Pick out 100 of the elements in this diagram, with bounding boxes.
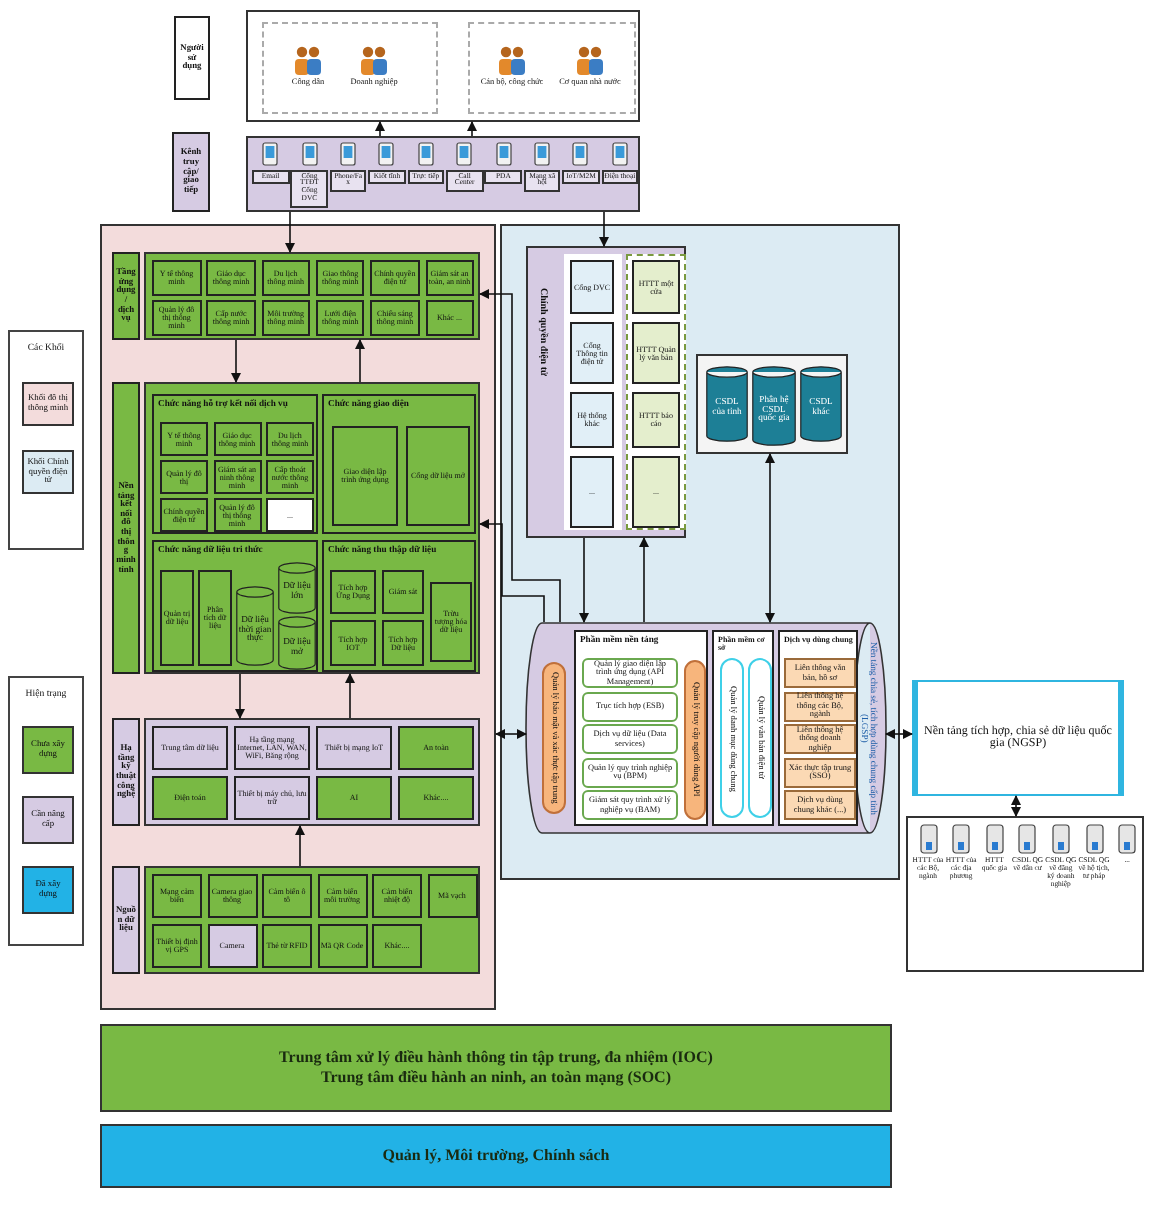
component-box [261,300,311,336]
component-box [207,874,257,918]
module-box [582,724,678,755]
access-channel [290,142,328,210]
module-box [582,790,678,821]
arrow [885,729,913,739]
service-box [784,658,856,688]
component-box [160,570,194,666]
center-band [100,1024,892,1112]
layer-label-box [172,132,210,212]
component-box [207,924,257,968]
arrow [479,519,545,623]
component-box [370,300,420,336]
component-box [315,300,365,336]
group-frame [906,816,1144,972]
component-box [330,570,376,614]
group-frame [144,382,480,674]
component-box [152,260,201,296]
function-panel [322,540,476,672]
component-box [425,300,474,336]
component-box [372,874,422,918]
arrow [479,289,561,623]
database-cylinder [236,586,274,666]
component-box [152,924,202,968]
arrow [579,537,589,623]
component-box [632,260,680,314]
group-frame [144,866,480,974]
vertical-module [542,662,566,814]
service-box [784,757,856,788]
database-cylinder [752,366,796,446]
component-box [316,726,392,770]
component-box [262,924,312,968]
component-box [234,776,310,820]
component-box [398,776,474,820]
component-box [160,422,208,456]
component-box [370,260,420,296]
component-box [632,322,680,384]
vertical-module [720,658,744,818]
arrow [1011,795,1021,817]
group-frame [144,252,480,340]
component-box [261,260,311,296]
component-box [570,456,614,528]
component-box [317,924,367,968]
center-title: Quản lý, Môi trường, Chính sách [382,1146,610,1166]
arrow [355,339,365,383]
ngsp-box [912,680,1124,796]
database-cylinder [800,366,842,442]
function-panel [322,394,476,534]
arrow [639,537,649,623]
vertical-module [748,658,772,818]
arrow [599,211,609,247]
layer-label-box [112,252,140,340]
component-box [330,620,376,666]
function-panel [778,630,858,826]
component-box [427,874,477,918]
component-box [152,300,201,336]
component-box [632,456,680,528]
service-box [784,724,856,755]
function-panel [574,630,708,826]
arrow [235,673,245,719]
component-box [266,422,314,456]
e-government-panel [526,246,686,538]
layer-label-box [112,382,140,674]
lgsp-cylinder [526,622,886,834]
center-band [100,1124,892,1188]
group-frame [246,10,640,122]
function-panel [152,540,318,672]
arrow [285,211,295,253]
component-box [262,874,312,918]
arrow [495,729,527,739]
arrow [345,673,355,719]
component-box [152,874,202,918]
component-box [152,776,228,820]
database-cylinder [278,562,316,614]
component-box [632,392,680,448]
group-frame [100,224,496,1010]
layer-label-box [112,866,140,974]
component-box [332,426,398,526]
group-frame [500,224,900,880]
database-cylinder [278,616,316,670]
component-box [382,620,424,666]
component-box [198,570,232,666]
component-box [382,570,424,614]
function-panel [712,630,774,826]
database-cylinder [706,366,748,442]
center-title: Trung tâm xử lý điều hành thông tin tập trung, đa nhiệm (IOC) [279,1048,713,1068]
layer-label-box [112,718,140,826]
module-box [582,691,678,722]
module-box [582,658,678,688]
component-box [317,874,367,918]
arrow [467,121,477,137]
component-box [570,322,614,384]
arrow [231,339,241,383]
layer-label-box [174,16,210,100]
component-box [316,776,392,820]
component-box [152,726,228,770]
component-box [406,426,470,526]
component-box [570,392,614,448]
group-frame [696,354,848,454]
component-box [206,300,256,336]
